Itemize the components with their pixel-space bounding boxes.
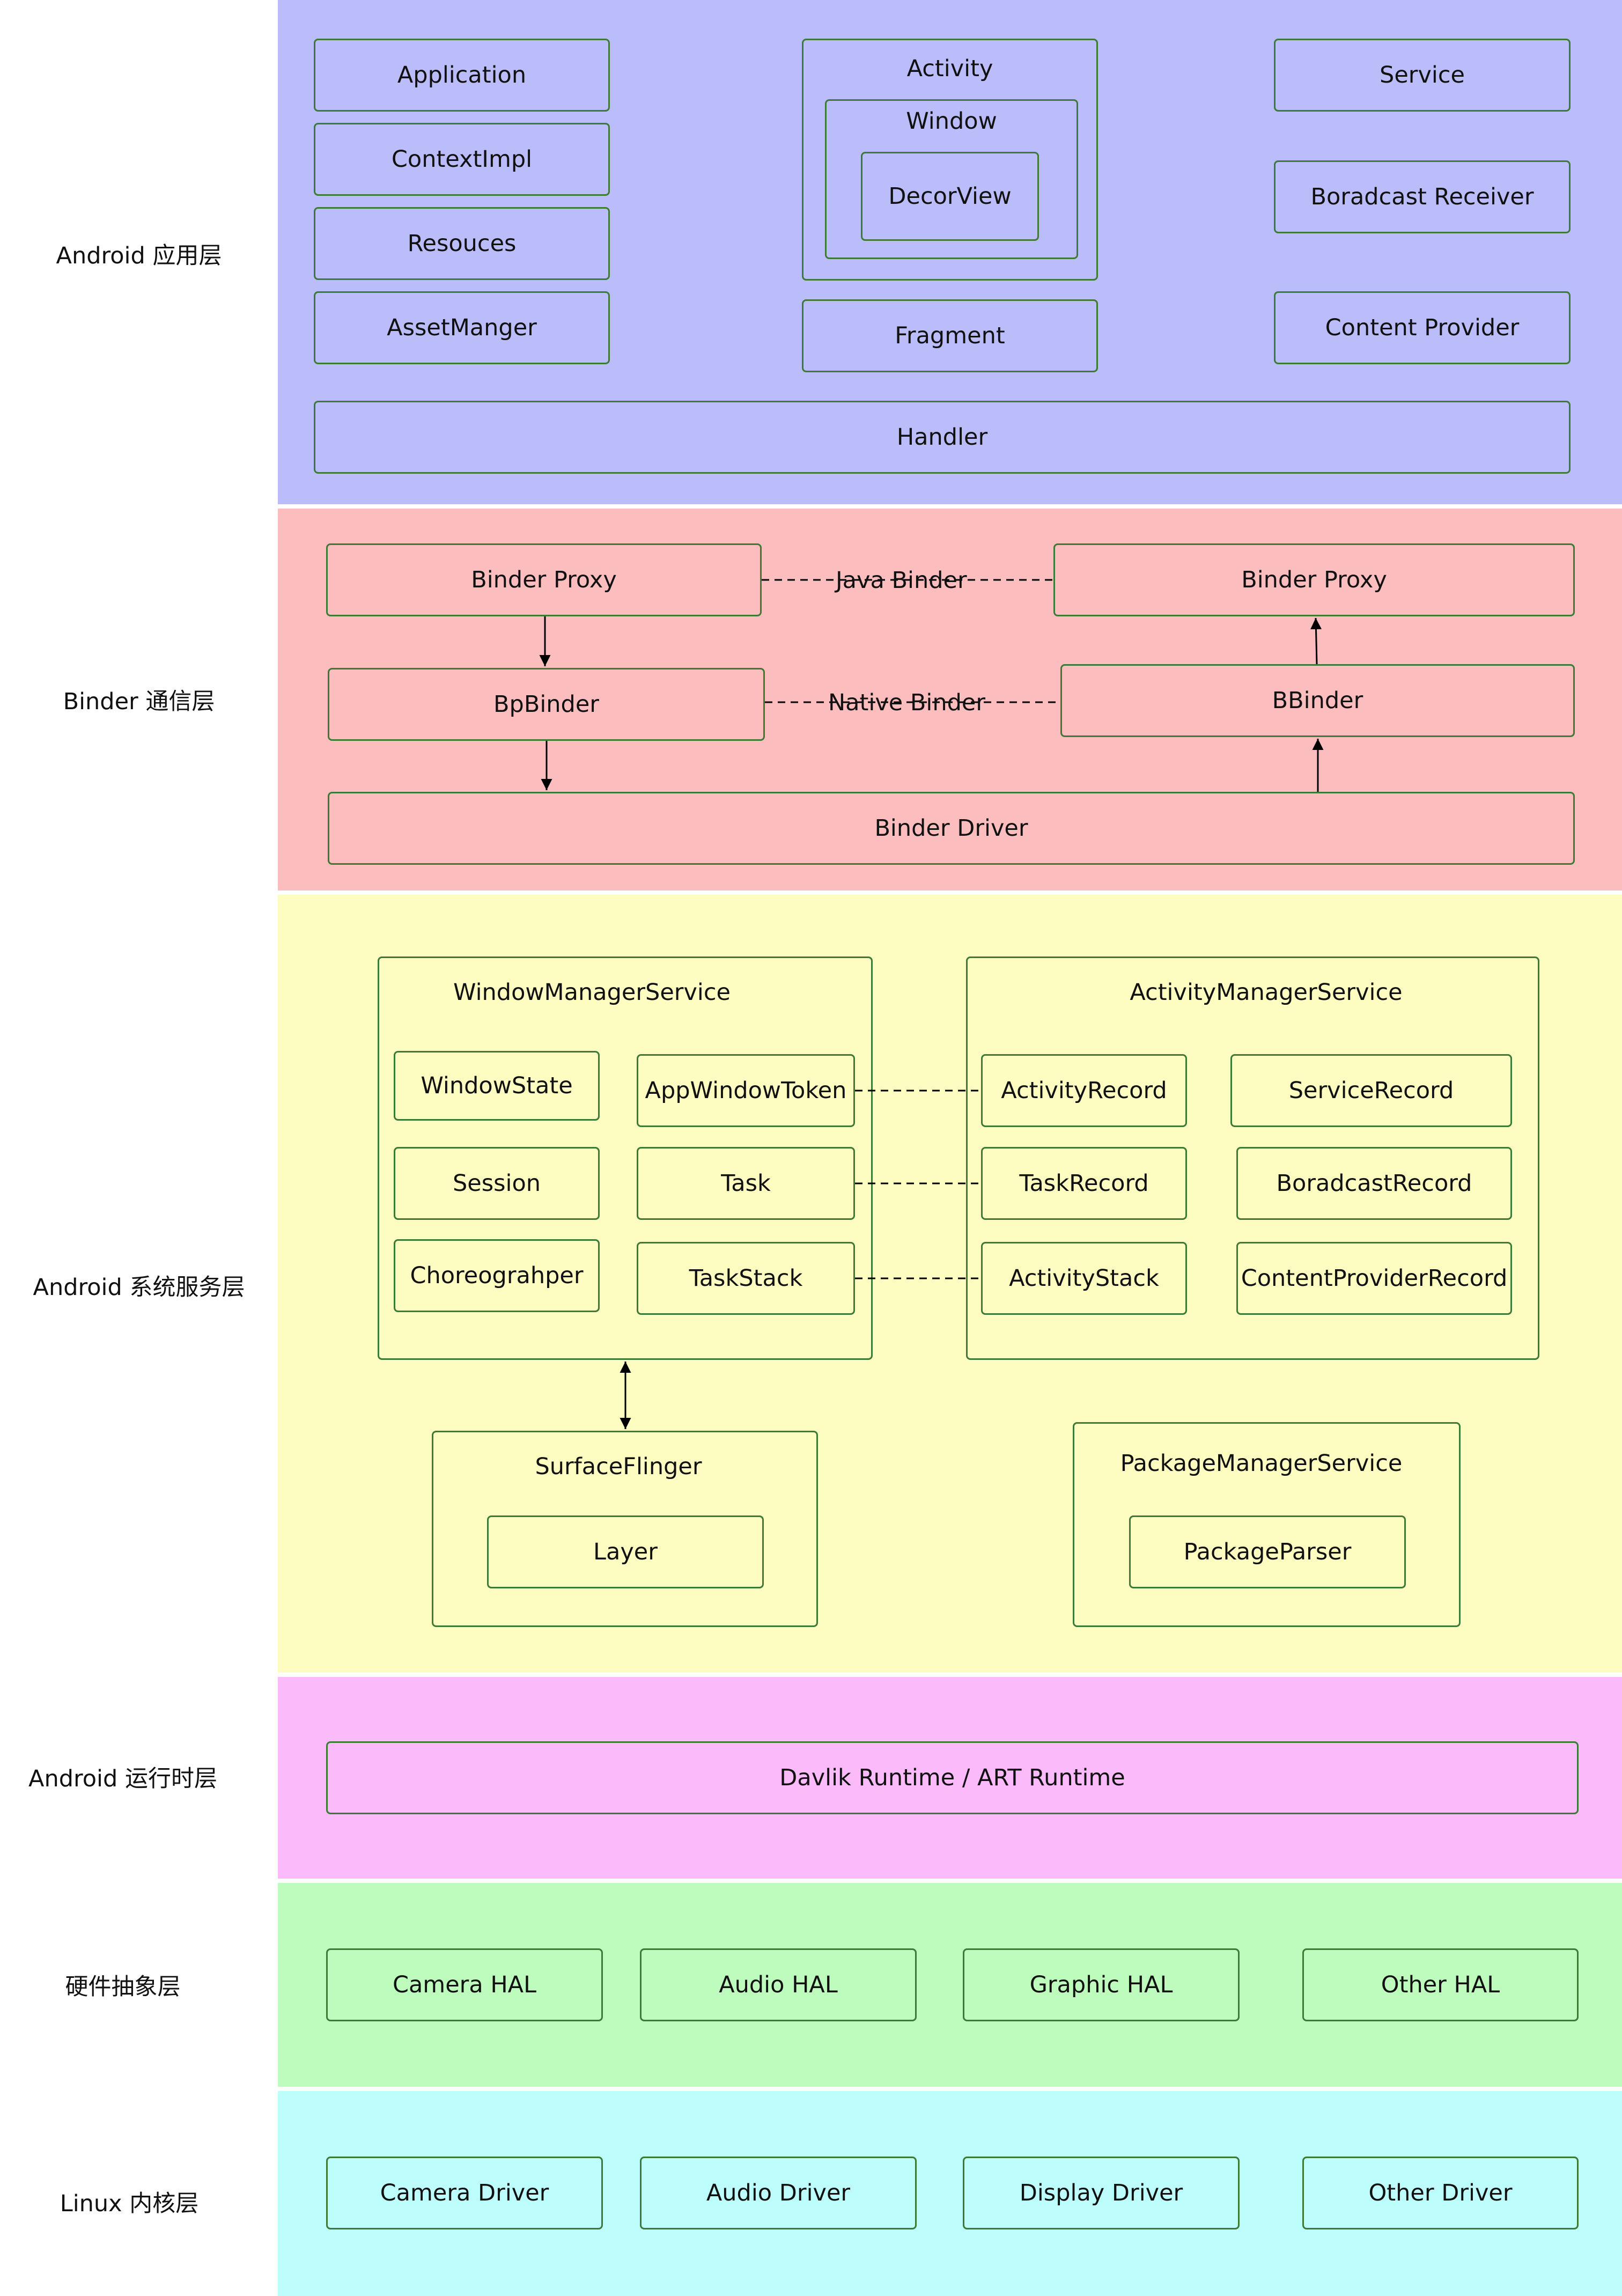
graphic-hal-node: Graphic HAL <box>963 1948 1240 2021</box>
service-record-node: ServiceRecord <box>1230 1054 1512 1127</box>
activity-record-node: ActivityRecord <box>981 1054 1187 1127</box>
window-state-node: WindowState <box>394 1051 600 1121</box>
context-impl-node: ContextImpl <box>314 123 610 196</box>
binder-layer-label: Binder 通信层 <box>63 688 215 715</box>
broadcast-record-node: BoradcastRecord <box>1236 1147 1512 1220</box>
package-manager-service-container: PackageManagerService PackageParser <box>1073 1422 1461 1627</box>
app-window-token-node: AppWindowToken <box>637 1054 855 1127</box>
content-provider-node: Content Provider <box>1274 291 1571 364</box>
handler-node: Handler <box>314 401 1571 474</box>
window-container: Window DecorView <box>825 99 1078 259</box>
camera-hal-node: Camera HAL <box>326 1948 603 2021</box>
kernel-layer-band <box>278 2091 1622 2296</box>
window-title: Window <box>906 108 997 135</box>
binder-proxy-left-node: Binder Proxy <box>326 543 762 616</box>
app-layer-label: Android 应用层 <box>56 242 222 269</box>
bp-binder-node: BpBinder <box>328 668 765 741</box>
bbinder-to-proxy-arrow <box>1310 617 1322 665</box>
binder-proxy-right-node: Binder Proxy <box>1053 543 1575 616</box>
audio-driver-node: Audio Driver <box>640 2157 917 2229</box>
system-layer-label: Android 系统服务层 <box>33 1274 245 1301</box>
b-binder-node: BBinder <box>1060 664 1575 737</box>
kernel-layer-label: Linux 内核层 <box>60 2190 199 2217</box>
content-provider-record-node: ContentProviderRecord <box>1236 1242 1512 1315</box>
session-node: Session <box>394 1147 600 1220</box>
activity-container: Activity Window DecorView <box>802 39 1098 281</box>
runtime-layer-label: Android 运行时层 <box>28 1765 217 1792</box>
runtime-node: Davlik Runtime / ART Runtime <box>326 1741 1579 1814</box>
other-hal-node: Other HAL <box>1302 1948 1579 2021</box>
layer-node: Layer <box>487 1515 764 1588</box>
audio-hal-node: Audio HAL <box>640 1948 917 2021</box>
activity-manager-service-title: ActivityManagerService <box>1130 979 1403 1006</box>
window-manager-service-container: WindowManagerService <box>378 956 873 1360</box>
application-node: Application <box>314 39 610 112</box>
choreographer-node: Choreograhper <box>394 1239 600 1312</box>
task-stack-node: TaskStack <box>637 1242 855 1315</box>
camera-driver-node: Camera Driver <box>326 2157 603 2229</box>
package-parser-node: PackageParser <box>1129 1515 1406 1588</box>
asset-manager-node: AssetManger <box>314 291 610 364</box>
activity-stack-node: ActivityStack <box>981 1242 1187 1315</box>
fragment-node: Fragment <box>802 299 1098 372</box>
binder-layer-band <box>278 509 1622 891</box>
task-node: Task <box>637 1147 855 1220</box>
other-driver-node: Other Driver <box>1302 2157 1579 2229</box>
system-layer-band <box>278 895 1622 1673</box>
hal-layer-label: 硬件抽象层 <box>65 1974 181 2000</box>
task-record-node: TaskRecord <box>981 1147 1187 1220</box>
runtime-layer-band <box>278 1677 1622 1879</box>
native-binder-label: Native Binder <box>828 689 986 716</box>
hal-layer-band <box>278 1883 1622 2087</box>
activity-manager-service-container: ActivityManagerService <box>966 956 1539 1360</box>
window-manager-service-title: WindowManagerService <box>453 979 731 1006</box>
activity-title: Activity <box>906 55 993 82</box>
decor-view-node: DecorView <box>861 152 1039 241</box>
display-driver-node: Display Driver <box>963 2157 1240 2229</box>
java-binder-label: Java Binder <box>836 567 967 594</box>
service-node: Service <box>1274 39 1571 112</box>
binder-driver-node: Binder Driver <box>328 792 1575 865</box>
package-manager-service-title: PackageManagerService <box>1120 1450 1403 1477</box>
surface-flinger-title: SurfaceFlinger <box>535 1453 702 1480</box>
surface-flinger-container: SurfaceFlinger Layer <box>432 1431 818 1627</box>
resources-node: Resouces <box>314 207 610 280</box>
app-layer-band <box>278 0 1622 504</box>
broadcast-receiver-node: Boradcast Receiver <box>1274 160 1571 233</box>
